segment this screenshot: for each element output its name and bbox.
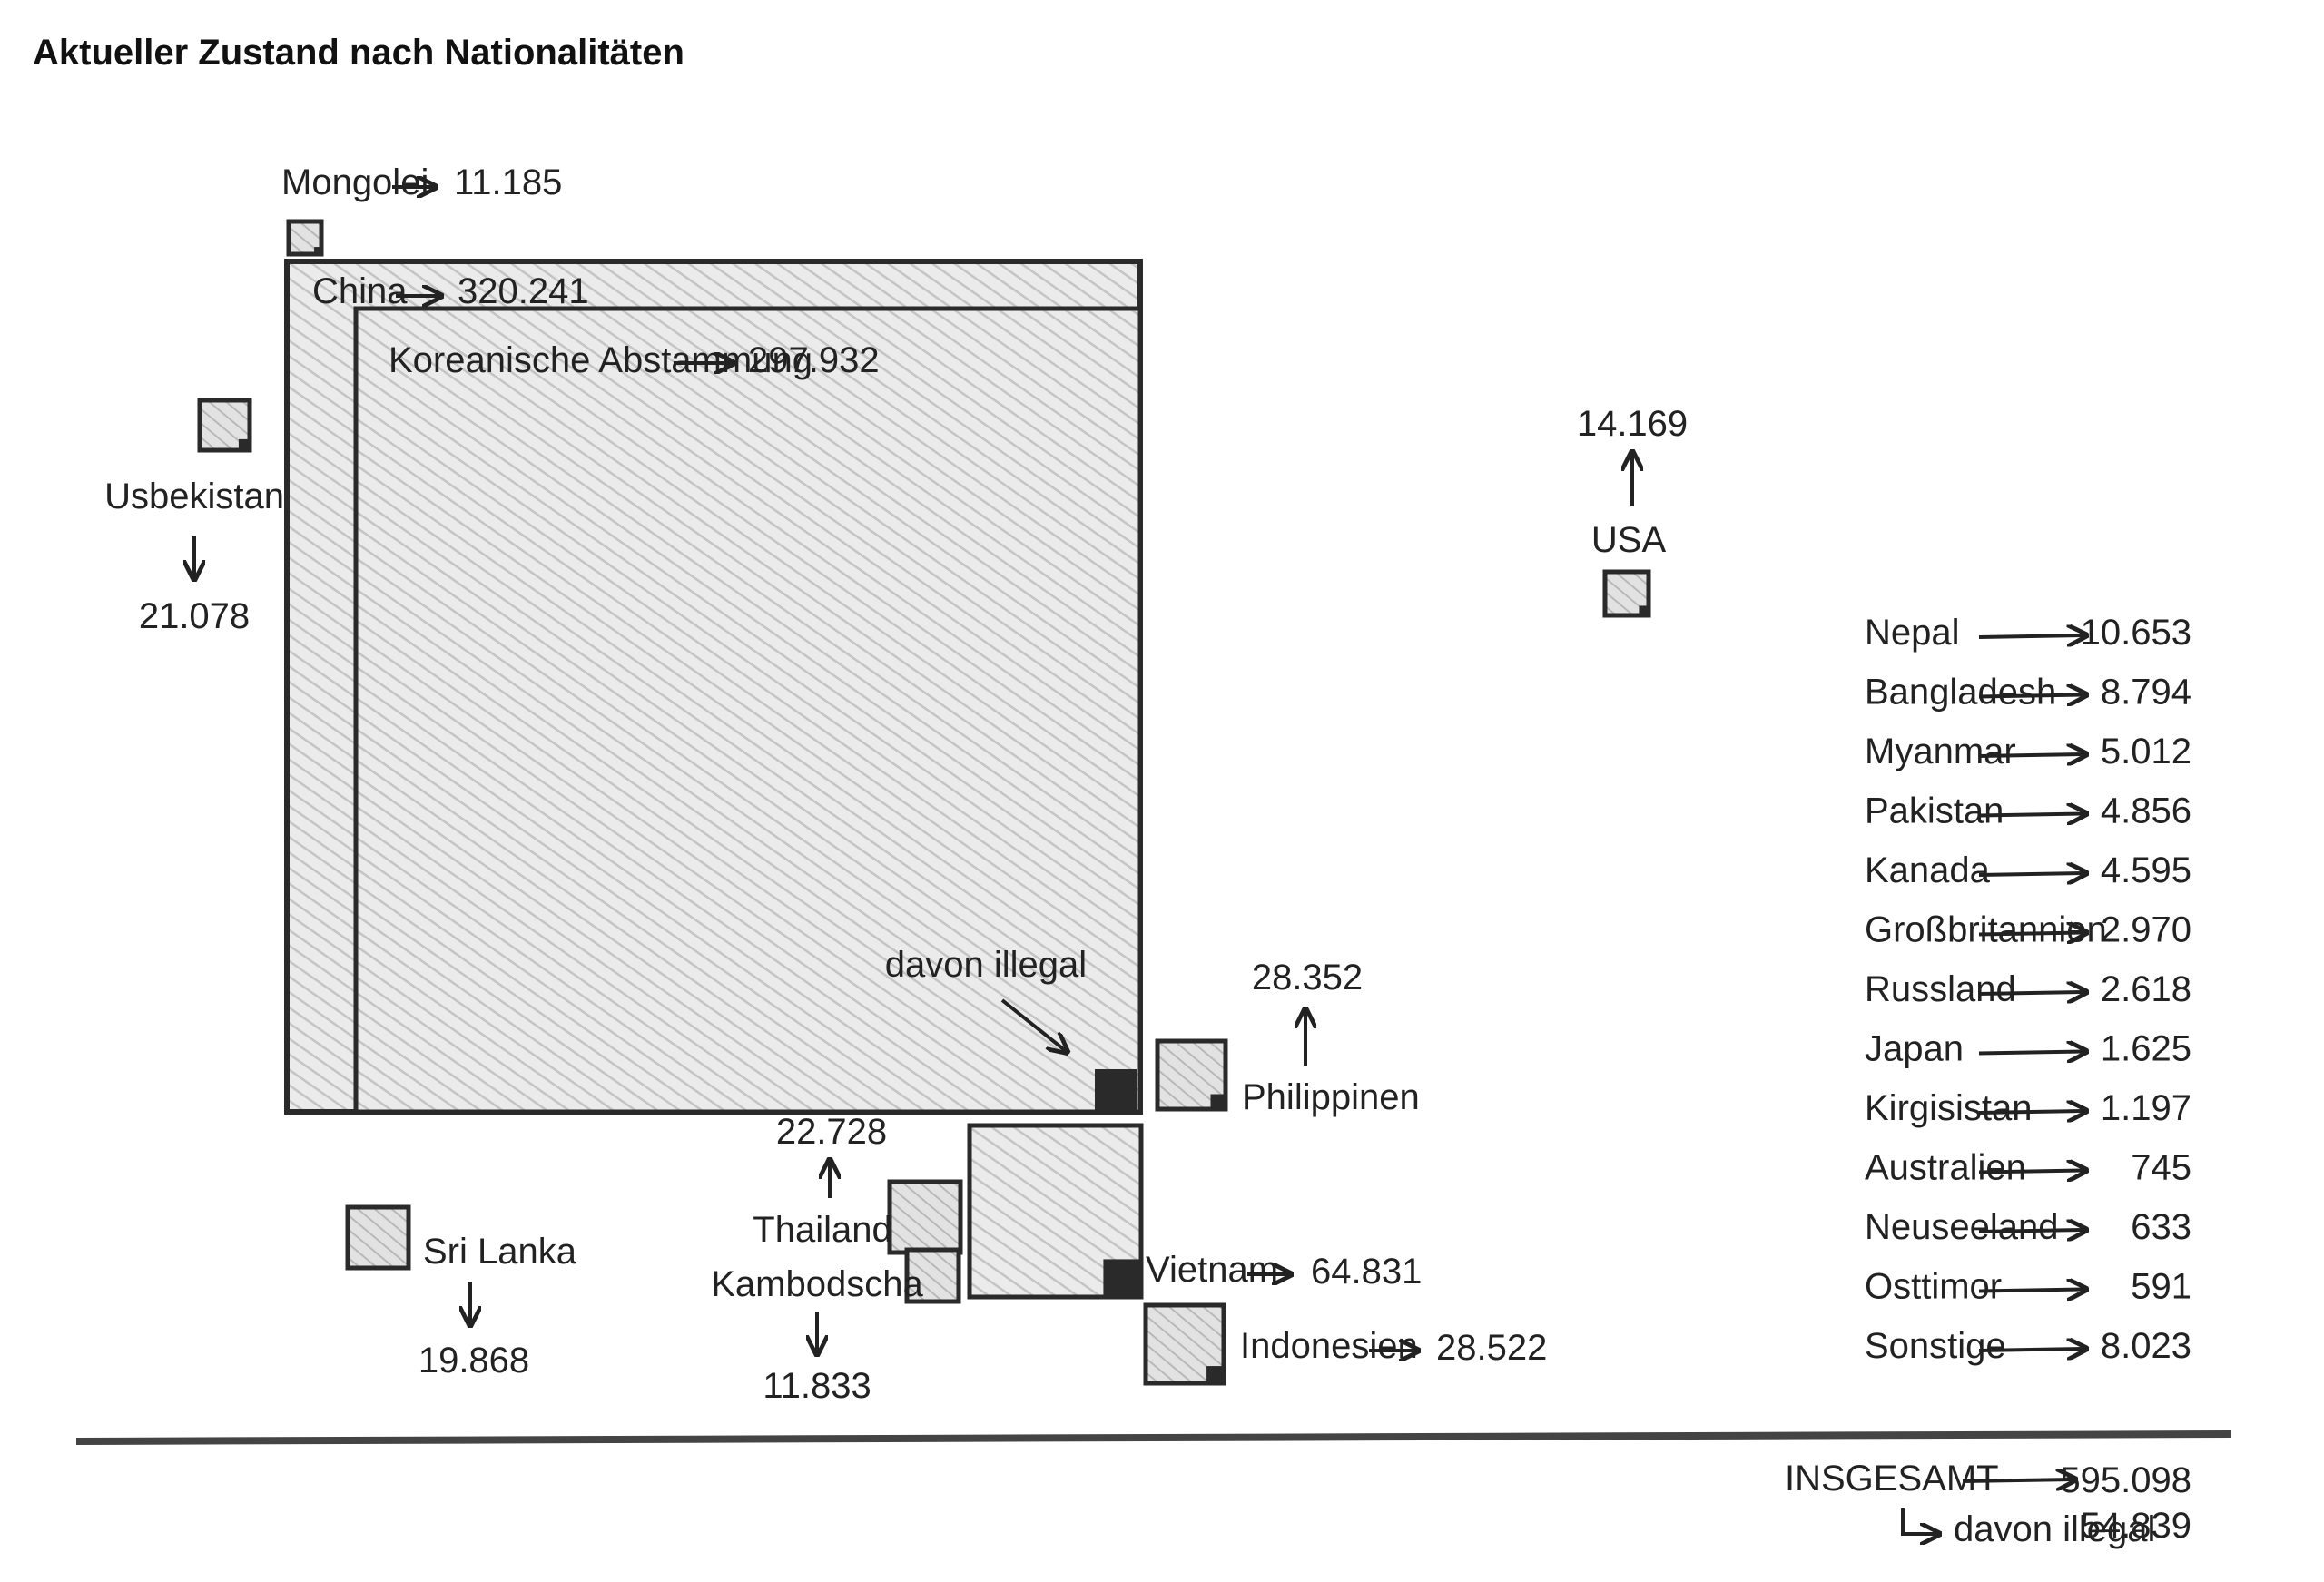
value-koreanische-abstammung: 297.932 <box>748 340 880 380</box>
list-name-sonstige: Sonstige <box>1865 1326 2006 1366</box>
value-usa: 14.169 <box>1577 404 1688 444</box>
label-philippinen: Philippinen <box>1242 1077 1420 1117</box>
label-indonesien: Indonesien <box>1240 1326 1418 1366</box>
list-arrow-nepal <box>1978 635 2084 637</box>
list-value-kirgisistan: 1.197 <box>2101 1088 2191 1128</box>
value-china: 320.241 <box>458 271 589 311</box>
list-arrow-russland <box>1978 992 2084 994</box>
list-value-osttimor: 591 <box>2131 1267 2191 1307</box>
list-name-nepal: Nepal <box>1865 613 1960 653</box>
label-vietnam: Vietnam <box>1146 1250 1278 1290</box>
total-label: INSGESAMT <box>1785 1459 1999 1498</box>
list-value-bangladesh: 8.794 <box>2101 673 2191 712</box>
list-name-neuseeland: Neuseeland <box>1865 1207 2059 1247</box>
list-name-myanmar: Myanmar <box>1865 732 2016 771</box>
square-koreanische-abstammung <box>353 306 1143 1115</box>
label-kambodscha: Kambodscha <box>711 1264 923 1304</box>
list-name-japan: Japan <box>1865 1029 1964 1069</box>
list-arrow-kanada <box>1978 873 2084 875</box>
value-sri-lanka: 19.868 <box>419 1341 529 1381</box>
list-arrow-neuseeland <box>1978 1230 2084 1232</box>
list-value-pakistan: 4.856 <box>2101 791 2191 831</box>
list-arrow-osttimor <box>1978 1290 2084 1292</box>
list-name-bangladesh: Bangladesh <box>1865 673 2056 712</box>
arrow-total-illegal <box>1901 1508 1937 1534</box>
label-sri-lanka: Sri Lanka <box>423 1232 577 1272</box>
square-kambodscha <box>904 1247 961 1304</box>
list-value-neuseeland: 633 <box>2131 1207 2191 1247</box>
square-china-illegal-mark <box>1095 1069 1137 1111</box>
label-usa: USA <box>1591 520 1667 560</box>
value-kambodscha: 11.833 <box>763 1366 871 1406</box>
value-usbekistan: 21.078 <box>139 596 250 636</box>
list-value-myanmar: 5.012 <box>2101 732 2191 771</box>
list-arrow-sonstige <box>1978 1349 2084 1351</box>
value-indonesien: 28.522 <box>1436 1328 1547 1368</box>
square-usa-illegal-mark <box>1639 605 1649 615</box>
list-name-pakistan: Pakistan <box>1865 791 2004 831</box>
label-thailand: Thailand <box>753 1210 891 1250</box>
list-name-russland: Russland <box>1865 969 2016 1009</box>
list-name-grossbritannien: Großbritannien <box>1865 910 2107 950</box>
square-indonesien-illegal-mark <box>1206 1366 1224 1383</box>
list-name-kirgisistan: Kirgisistan <box>1865 1088 2033 1128</box>
list-arrow-kirgisistan <box>1978 1111 2084 1113</box>
list-value-grossbritannien: 2.970 <box>2101 910 2191 950</box>
label-mongolei: Mongolei <box>281 162 428 202</box>
list-value-kanada: 4.595 <box>2101 850 2191 890</box>
label-china: China <box>312 271 408 311</box>
arrow-total <box>1962 1479 2073 1481</box>
chart-title: Aktueller Zustand nach Nationalitäten <box>33 33 684 73</box>
annotation-davon-illegal: davon illegal <box>885 945 1087 985</box>
label-koreanische-abstammung: Koreanische Abstammung <box>389 340 812 380</box>
square-usbekistan-illegal-mark <box>238 438 250 450</box>
list-arrow-grossbritannien <box>1978 933 2084 935</box>
value-philippinen: 28.352 <box>1252 958 1363 997</box>
total-illegal-value: 54.839 <box>2081 1506 2191 1546</box>
total-value: 595.098 <box>2060 1460 2191 1500</box>
arrow-davon-illegal <box>1000 998 1066 1051</box>
value-vietnam: 64.831 <box>1311 1252 1422 1292</box>
list-name-osttimor: Osttimor <box>1865 1267 2002 1307</box>
list-name-kanada: Kanada <box>1865 850 1991 890</box>
list-value-nepal: 10.653 <box>2081 613 2191 653</box>
label-usbekistan: Usbekistan <box>104 477 284 516</box>
list-value-australien: 745 <box>2131 1148 2191 1188</box>
list-arrow-bangladesh <box>1978 695 2084 697</box>
list-arrow-australien <box>1978 1171 2084 1173</box>
square-sri-lanka <box>345 1204 411 1271</box>
list-value-japan: 1.625 <box>2101 1029 2191 1069</box>
list-arrow-pakistan <box>1978 814 2084 816</box>
divider-line <box>75 1430 2232 1445</box>
value-thailand: 22.728 <box>776 1112 887 1152</box>
list-value-russland: 2.618 <box>2101 969 2191 1009</box>
square-philippinen-illegal-mark <box>1210 1094 1226 1109</box>
list-arrow-myanmar <box>1978 754 2084 756</box>
square-vietnam-illegal-mark <box>1103 1259 1141 1297</box>
list-arrow-japan <box>1978 1052 2084 1054</box>
value-mongolei: 11.185 <box>454 162 562 202</box>
list-name-australien: Australien <box>1865 1148 2026 1188</box>
square-mongolei-illegal-mark <box>314 247 321 254</box>
square-thailand <box>887 1179 963 1255</box>
total-illegal-label: davon illegal <box>1954 1509 2155 1549</box>
list-value-sonstige: 8.023 <box>2101 1326 2191 1366</box>
